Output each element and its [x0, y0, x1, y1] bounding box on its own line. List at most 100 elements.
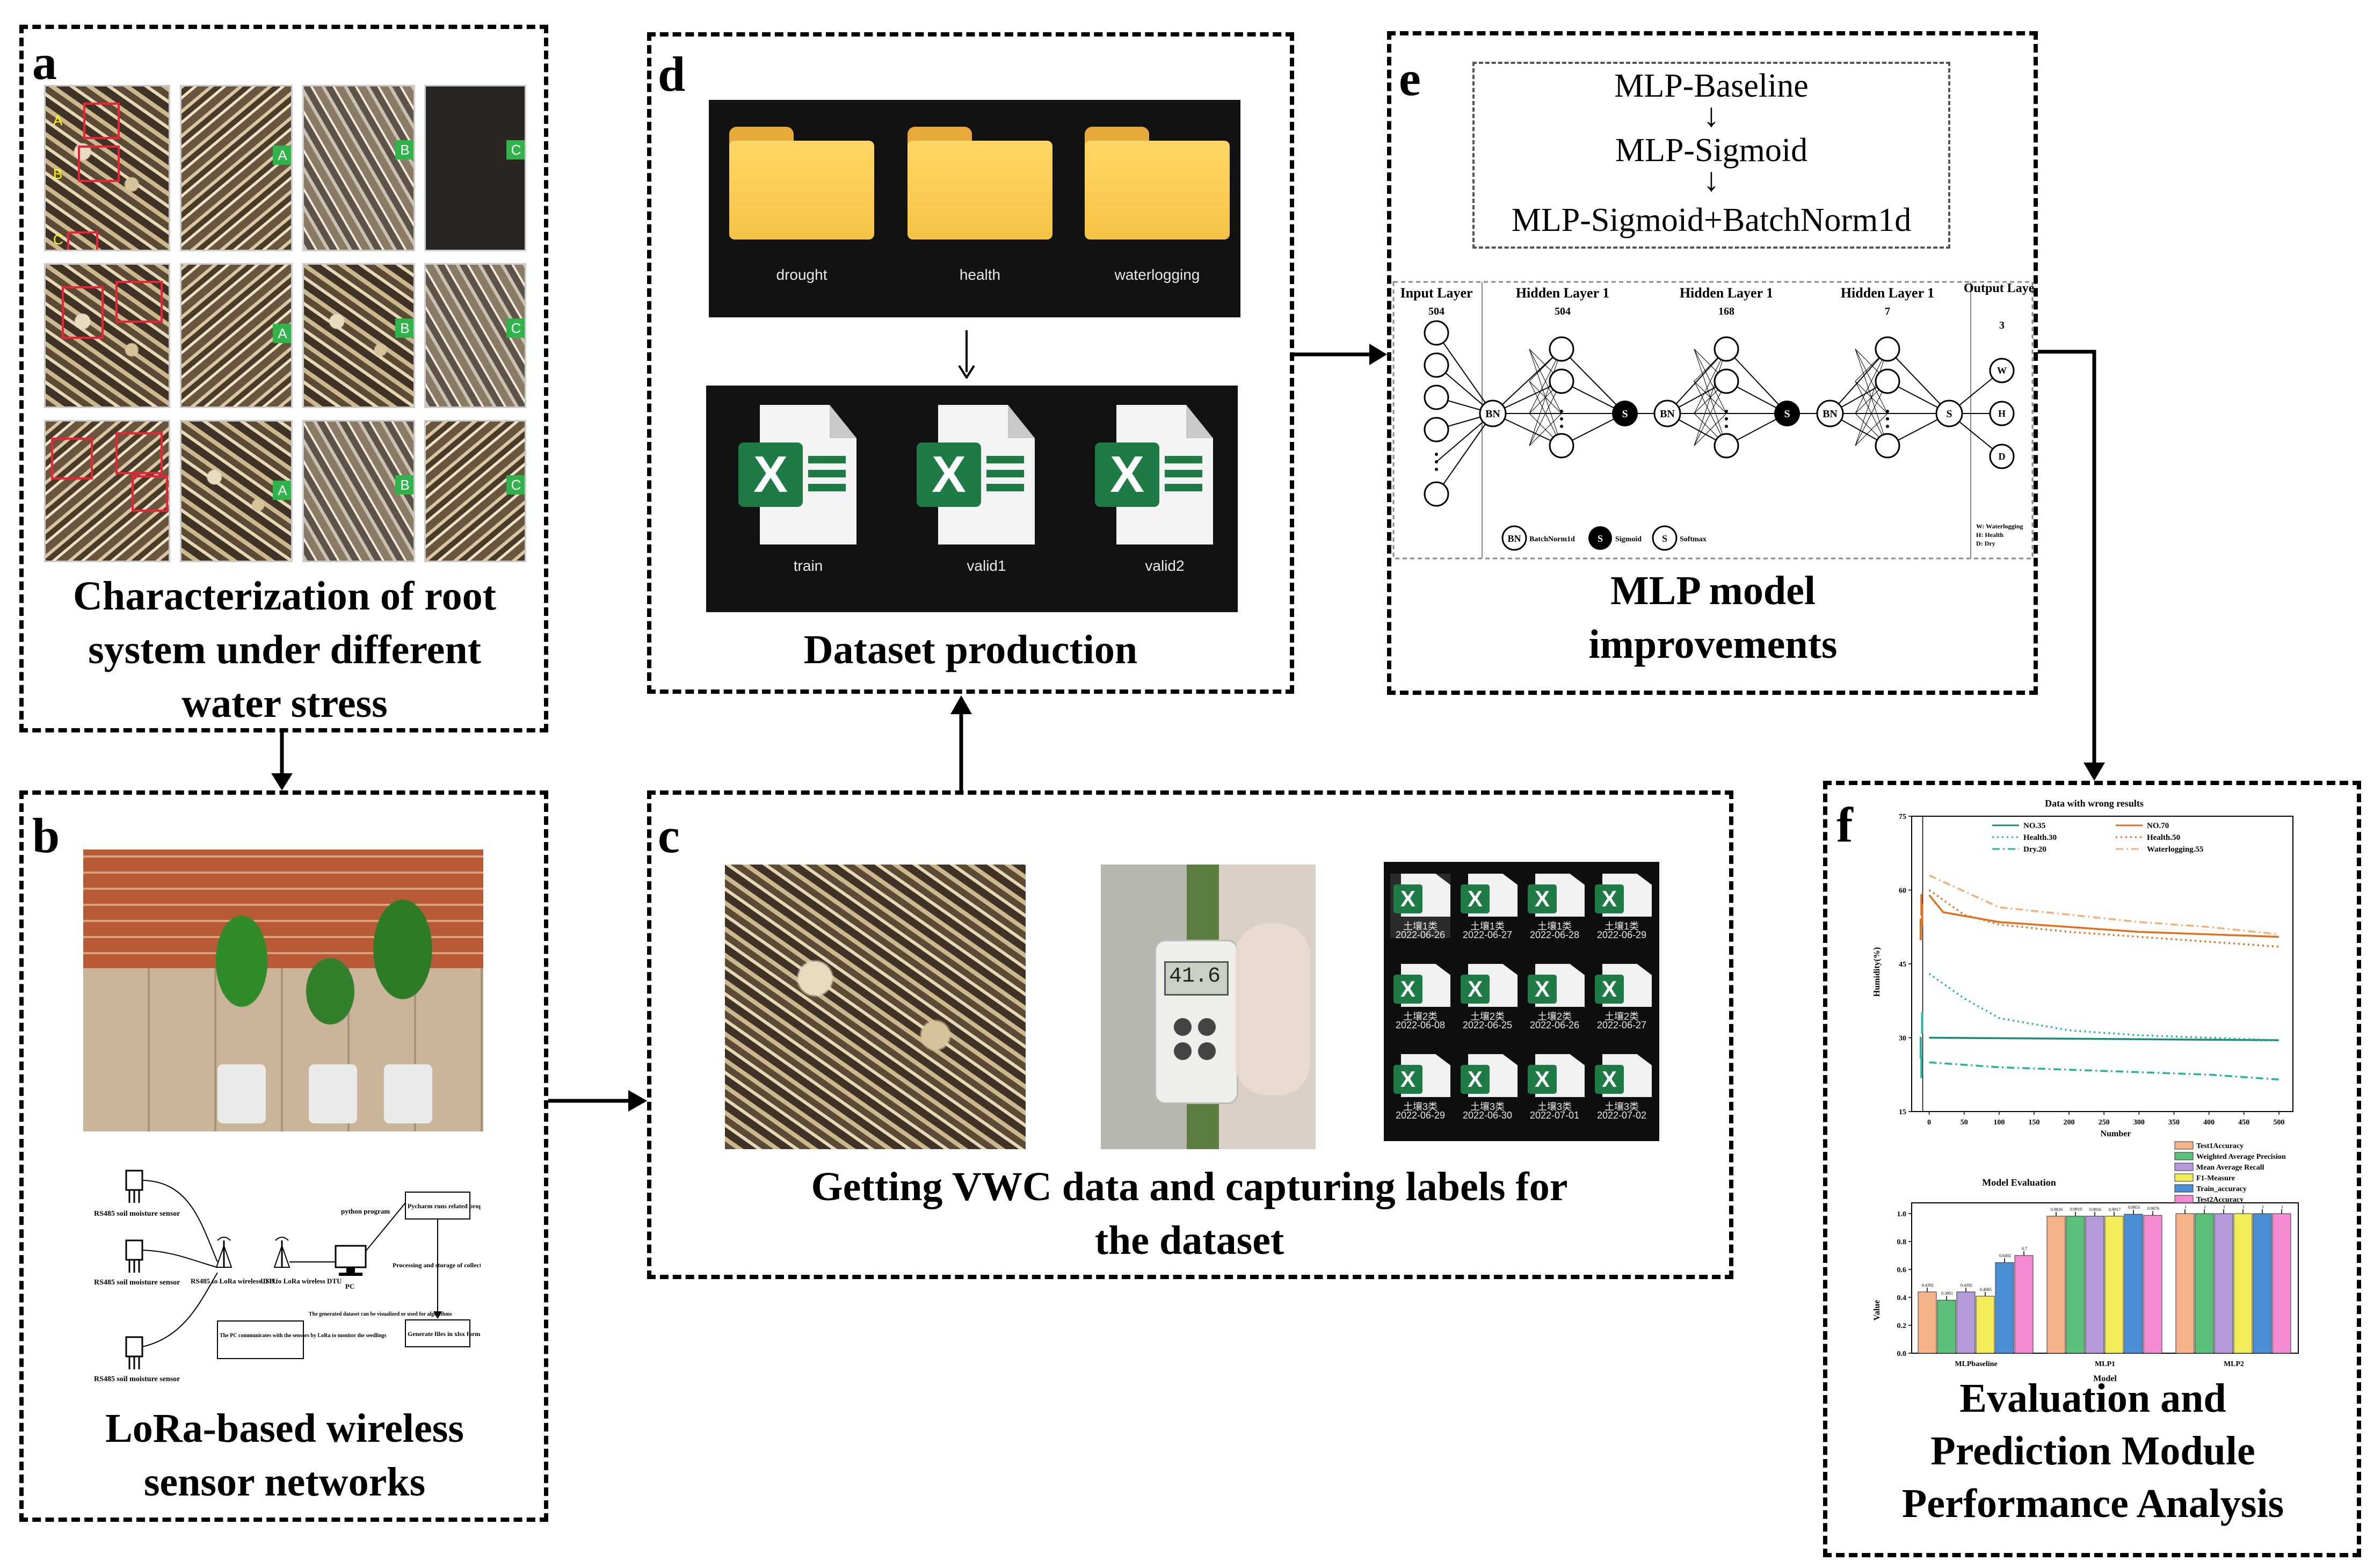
sigmoid-node	[1612, 401, 1638, 426]
file-label-valid2: valid2	[1145, 557, 1185, 574]
bar	[2124, 1214, 2143, 1354]
root-photo-detail-1b: B	[302, 85, 415, 251]
pc-to-pycharm-arrow	[365, 1202, 406, 1252]
soil-file-date: 2022-06-30	[1462, 1110, 1513, 1121]
ellipsis-dot	[1725, 417, 1728, 420]
output-legend-d: D: Dry	[1976, 540, 1995, 547]
bar-value-label: 0.4392	[1922, 1283, 1934, 1288]
output-neuron-label: D	[1999, 451, 2006, 462]
folder-window: drought health waterlogging	[709, 100, 1240, 317]
seedling-photo	[83, 850, 483, 1131]
excel-icon: X	[1595, 1065, 1624, 1094]
soil-file-name: 土壤3类	[1470, 1101, 1505, 1112]
panel-b-label: b	[32, 808, 60, 863]
root-photo-detail-3c: C	[424, 420, 526, 562]
ellipsis-dot	[1725, 410, 1728, 413]
ellipsis-dot	[1435, 453, 1438, 456]
ellipsis-dot	[1560, 410, 1563, 413]
root-photo-overview-1: A B C	[44, 85, 170, 251]
ellipsis-dot	[1886, 410, 1889, 413]
soil-file-name: 土壤2类	[1537, 1011, 1572, 1022]
soil-file-date: 2022-06-08	[1395, 1020, 1446, 1030]
ellipsis-dot	[1435, 460, 1438, 463]
line-chart-series	[1919, 874, 2279, 1081]
panel-f-caption-line2: Prediction Module	[1930, 1428, 2255, 1473]
bar	[2214, 1213, 2233, 1354]
sigmoid-node-label: S	[1622, 408, 1628, 420]
panel-c-caption: Getting VWC data and capturing labels fo…	[652, 1160, 1726, 1267]
lora-network-diagram: RS485 soil moisture sensor RS485 soil mo…	[94, 1170, 481, 1383]
lora-dtu-antenna-icon	[215, 1237, 233, 1268]
panel-a-caption-line2: system under different	[88, 627, 481, 672]
batchnorm-node	[1479, 400, 1507, 427]
category-label: MLP2	[2224, 1360, 2244, 1368]
hidden-neuron	[1549, 368, 1574, 394]
panel-c	[647, 790, 1733, 1279]
roi-label-b: B	[53, 166, 63, 182]
root-photo-detail-2c: C	[424, 263, 526, 408]
series-line	[1928, 874, 2279, 935]
humidity-line-chart: Data with wrong results Number Humidity(…	[1872, 798, 2293, 1138]
bar	[2014, 1255, 2034, 1354]
y-tick-label: 0.0	[1897, 1350, 1907, 1358]
panel-f-caption-line3: Performance Analysis	[1901, 1481, 2284, 1526]
sensor-cable-3	[142, 1272, 218, 1347]
pot-2	[309, 1064, 357, 1123]
hidden-layer-2-size: 168	[1718, 306, 1734, 317]
softmax-node	[1935, 400, 1963, 427]
soil-file-date: 2022-06-29	[1596, 930, 1647, 940]
bar-value-label: 1	[2242, 1204, 2245, 1209]
panel-c-caption-line2: the dataset	[1094, 1218, 1284, 1263]
ellipsis-dot	[1886, 417, 1889, 420]
panel-d-caption: Dataset production	[803, 627, 1138, 672]
panel-b	[19, 790, 548, 1522]
bar	[2066, 1216, 2085, 1354]
legend-label: Test1Accuracy	[2196, 1142, 2244, 1150]
mlp-chain-arrow-2: ↓	[1703, 162, 1720, 198]
legend-label: Weighted Average Precision	[2196, 1153, 2286, 1161]
excel-icon: X	[1595, 975, 1624, 1004]
output-neuron	[1989, 444, 2015, 469]
hidden-layer-1-size: 504	[1555, 306, 1571, 317]
legend-swatch	[2174, 1141, 2194, 1150]
legend-label: Dry.20	[2023, 845, 2046, 854]
bar	[1937, 1300, 1956, 1354]
bar	[1956, 1291, 1976, 1354]
hidden-neuron	[1875, 336, 1900, 362]
pc-note-box	[217, 1320, 304, 1359]
panel-e-label: e	[1399, 51, 1421, 106]
x-tick-label: 300	[2133, 1119, 2145, 1127]
hidden-neuron	[1549, 336, 1574, 362]
roi-box-a2	[62, 286, 104, 339]
bar	[1918, 1291, 1937, 1354]
soil-file-date: 2022-06-29	[1395, 1110, 1446, 1121]
x-tick-label: 50	[1961, 1119, 1968, 1127]
series-line	[1928, 894, 2279, 938]
output-neuron	[1989, 401, 2015, 426]
usb-dtu-label: USB to LoRa wireless DTU	[260, 1277, 342, 1285]
files-window: X train X valid1 X valid2	[706, 386, 1238, 612]
tag-b-2: B	[395, 318, 413, 338]
x-tick-label: 450	[2238, 1119, 2249, 1127]
batchnorm-node-label: BN	[1660, 408, 1675, 420]
gloved-hand	[1235, 924, 1310, 1095]
tag-b-3: B	[395, 475, 413, 495]
soil-file-date: 2022-06-26	[1529, 1020, 1580, 1030]
roi-label-c: C	[53, 231, 63, 248]
legend-bn-glyph: BN	[1507, 533, 1521, 544]
panel-f-caption-line1: Evaluation and	[1959, 1376, 2226, 1421]
